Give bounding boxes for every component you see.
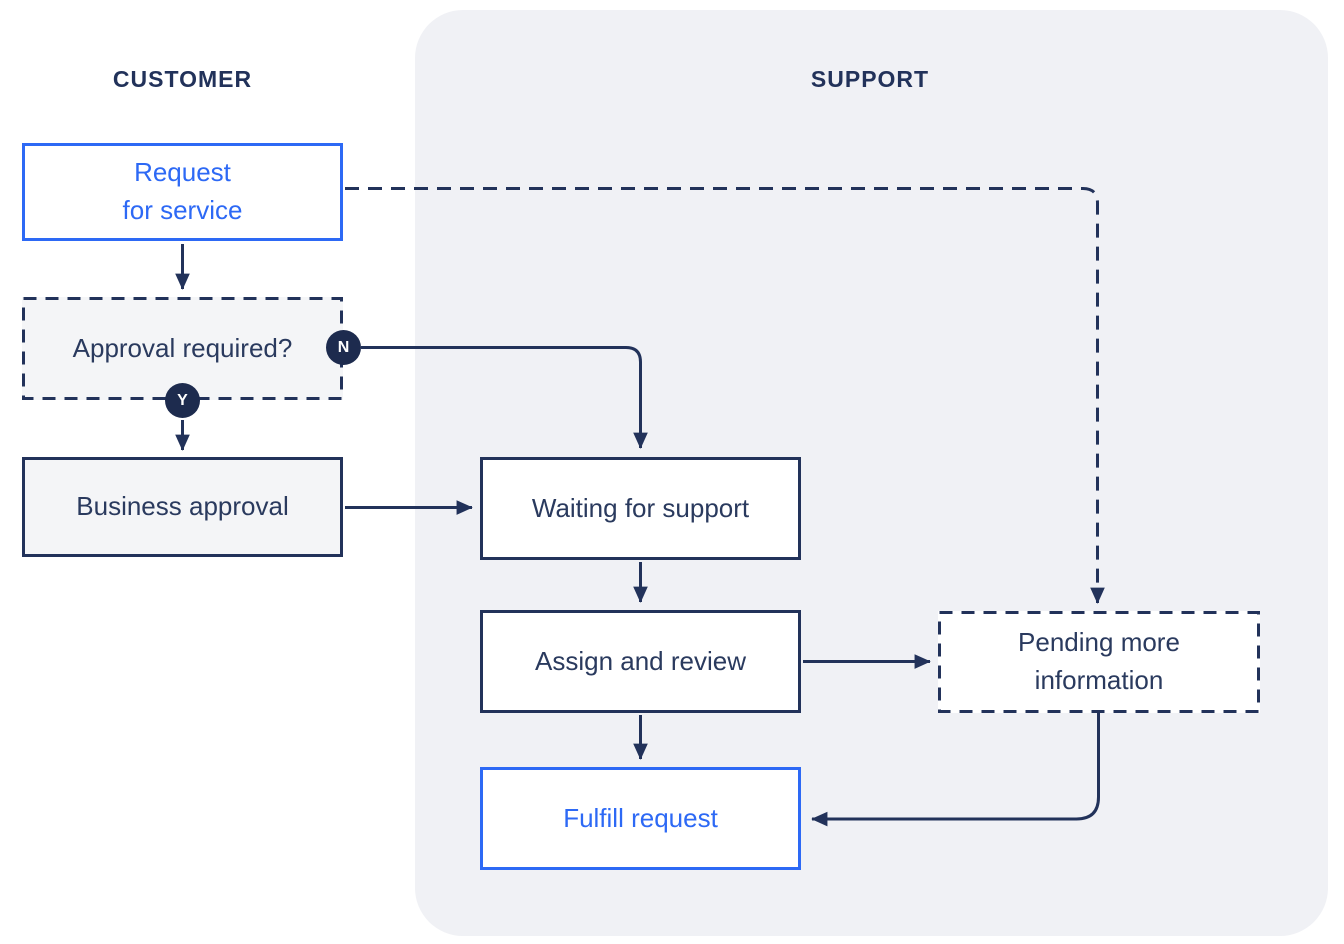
decision-badge-no: N	[326, 330, 361, 365]
support-lane-header: SUPPORT	[810, 65, 930, 92]
node-assign-and-review: Assign and review	[480, 610, 801, 713]
node-pending-more-information: Pending more information	[938, 611, 1260, 713]
node-request-for-service: Request for service	[22, 143, 343, 241]
decision-badge-yes: Y	[165, 383, 200, 418]
customer-lane-header: CUSTOMER	[112, 65, 253, 92]
node-waiting-for-support: Waiting for support	[480, 457, 801, 560]
node-business-approval: Business approval	[22, 457, 343, 557]
node-fulfill-request: Fulfill request	[480, 767, 801, 870]
